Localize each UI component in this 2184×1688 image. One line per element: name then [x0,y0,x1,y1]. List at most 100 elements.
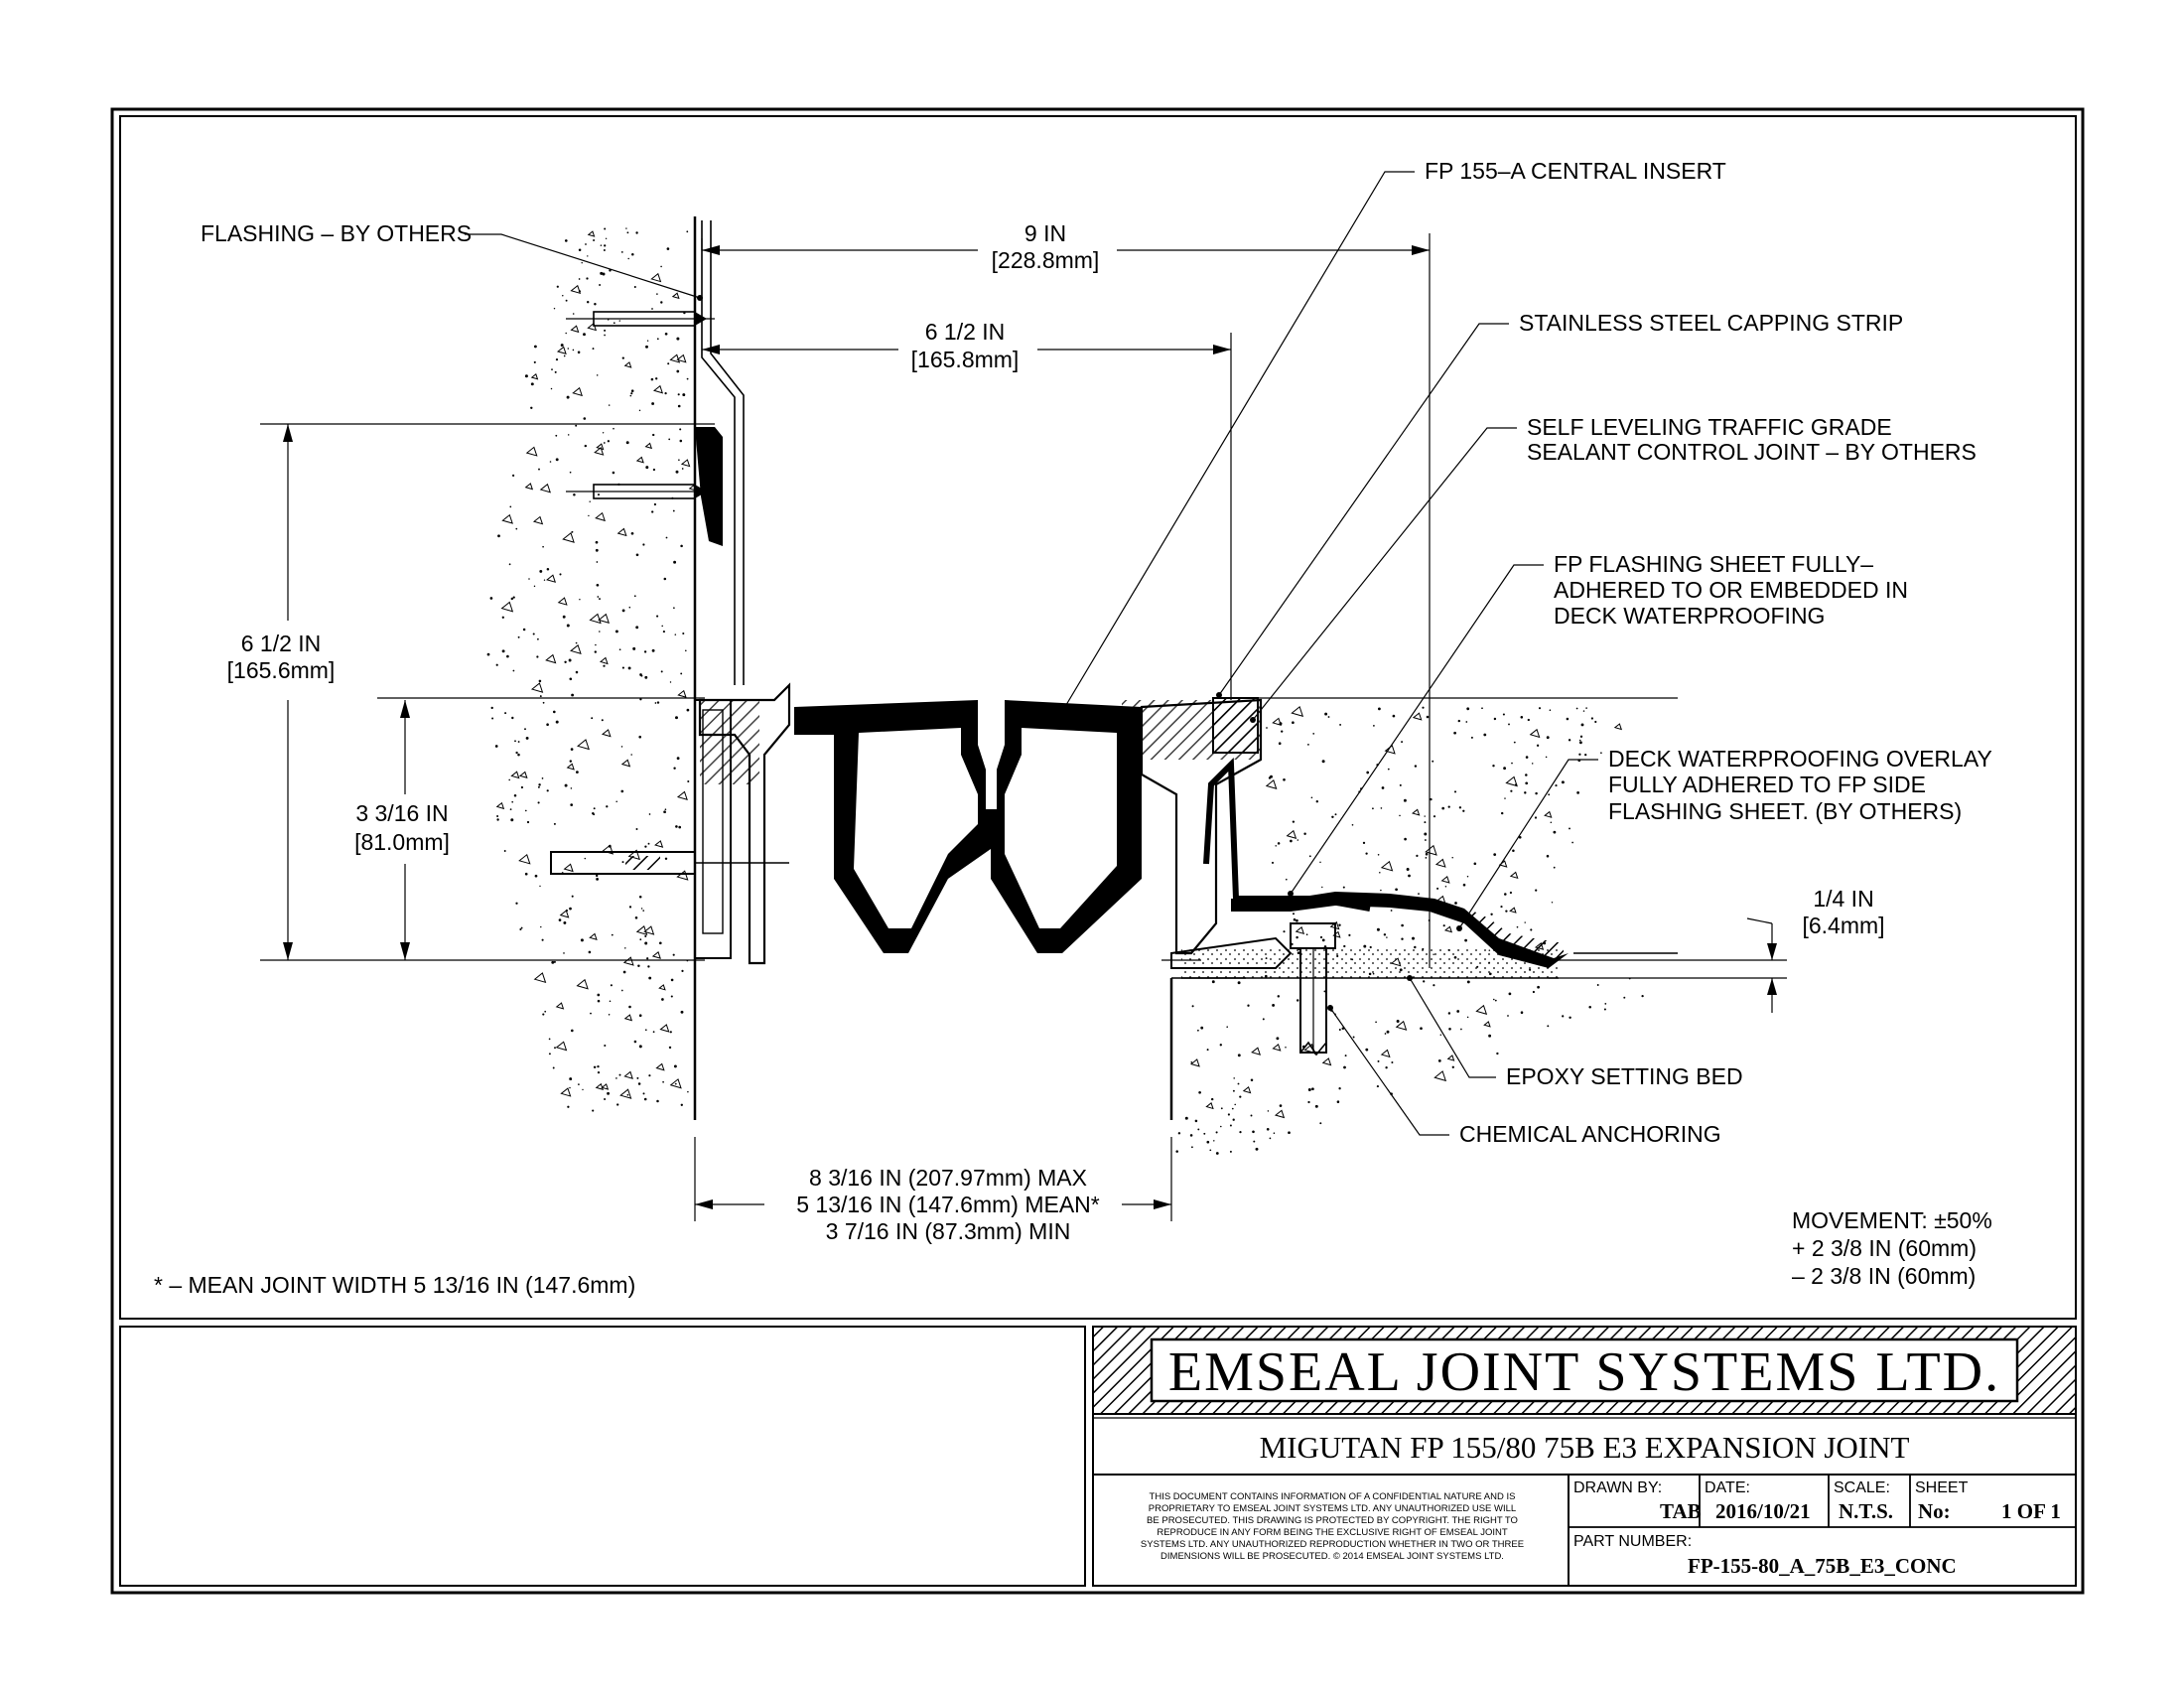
aggregate-mark [639,698,642,701]
aggregate-mark [1426,715,1430,719]
aggregate-mark [1363,944,1367,948]
aggregate-mark [1338,1087,1341,1090]
aggregate-mark [586,277,589,280]
aggregate-mark [555,358,559,361]
aggregate-mark [1401,937,1404,940]
aggregate-mark [578,1083,580,1085]
aggregate-mark [1376,1085,1379,1088]
aggregate-mark [642,1092,645,1095]
aggregate-mark [1268,776,1272,779]
aggregate-mark [1549,709,1552,711]
aggregate-mark [534,345,537,349]
aggregate-mark [645,345,648,349]
aggregate-mark [1440,875,1450,884]
aggregate-mark [570,325,580,334]
company-name: EMSEAL JOINT SYSTEMS LTD. [1168,1341,2000,1403]
aggregate-mark [633,595,636,598]
aggregate-mark [635,626,639,630]
aggregate-mark [1600,752,1602,755]
note-movement: MOVEMENT: ±50% [1792,1207,1992,1233]
aggregate-mark [593,239,596,241]
aggregate-mark [566,763,575,771]
aggregate-mark [519,927,522,931]
aggregate-mark [515,902,518,905]
aggregate-mark [661,625,663,628]
aggregate-mark [1538,707,1542,710]
aggregate-mark [620,759,631,768]
aggregate-mark [611,933,614,936]
wall-anchor-lower [550,851,789,875]
dim-9-in: 9 IN [228.8mm] [701,220,1431,968]
aggregate-mark [1412,808,1421,816]
aggregate-mark [1372,807,1374,810]
aggregate-mark [1509,907,1517,914]
aggregate-mark [1436,887,1439,890]
aggregate-mark [593,813,596,816]
aggregate-mark [679,428,682,431]
aggregate-mark [1290,839,1293,843]
aggregate-mark [1323,990,1326,993]
aggregate-mark [530,406,533,409]
aggregate-mark [606,805,609,808]
aggregate-mark [644,934,647,937]
aggregate-mark [525,446,538,457]
aggregate-mark [497,534,500,538]
aggregate-mark [1483,1021,1491,1028]
aggregate-mark [537,785,540,788]
aggregate-mark [599,284,602,286]
confidential-line: SYSTEMS LTD. ANY UNAUTHORIZED REPRODUCTI… [1141,1539,1524,1550]
aggregate-mark [1276,1037,1280,1041]
aggregate-mark [560,344,564,348]
aggregate-mark [647,842,650,845]
aggregate-mark [559,573,562,576]
aggregate-mark [555,1002,565,1010]
aggregate-mark [587,322,598,332]
aggregate-mark [623,361,632,368]
callout-flashing-sheet: FP FLASHING SHEET FULLY– ADHERED TO OR E… [1288,551,1908,897]
aggregate-mark [1406,868,1410,871]
aggregate-mark [603,249,606,251]
aggregate-mark [569,1077,573,1081]
aggregate-mark [1535,791,1538,795]
aggregate-mark [524,728,526,731]
aggregate-mark [526,820,530,824]
aggregate-mark [643,1097,647,1101]
aggregate-mark [616,1103,619,1106]
aggregate-mark [1451,1065,1454,1068]
aggregate-mark [1501,811,1504,815]
wall-anchor-middle [566,484,715,499]
aggregate-mark [512,669,515,672]
aggregate-mark [681,969,684,973]
aggregate-mark [1277,995,1281,998]
aggregate-mark [564,239,568,242]
aggregate-mark [510,818,514,822]
aggregate-mark [591,717,594,720]
aggregate-mark [631,252,634,256]
aggregate-mark [1292,820,1296,823]
aggregate-mark [571,895,574,898]
aggregate-mark [509,505,512,508]
aggregate-mark [1311,1087,1314,1091]
aggregate-mark [1380,1049,1391,1058]
aggregate-mark [621,356,624,359]
aggregate-mark [1580,723,1584,727]
aggregate-mark [593,1065,597,1069]
aggregate-mark [496,815,499,817]
aggregate-mark [1380,807,1383,809]
aggregate-mark [1475,1004,1488,1015]
aggregate-mark [680,1103,683,1106]
aggregate-mark [626,231,629,234]
aggregate-mark [638,1045,642,1049]
aggregate-mark [677,393,680,396]
aggregate-mark [621,666,624,669]
aggregate-mark [1227,1113,1230,1116]
aggregate-mark [670,978,674,982]
aggregate-mark [1466,707,1470,711]
aggregate-mark [572,349,575,352]
aggregate-mark [549,461,552,463]
aggregate-mark [515,751,518,755]
aggregate-mark [551,960,555,964]
aggregate-mark [669,681,672,683]
aggregate-mark [668,1046,672,1050]
aggregate-mark [618,320,620,322]
